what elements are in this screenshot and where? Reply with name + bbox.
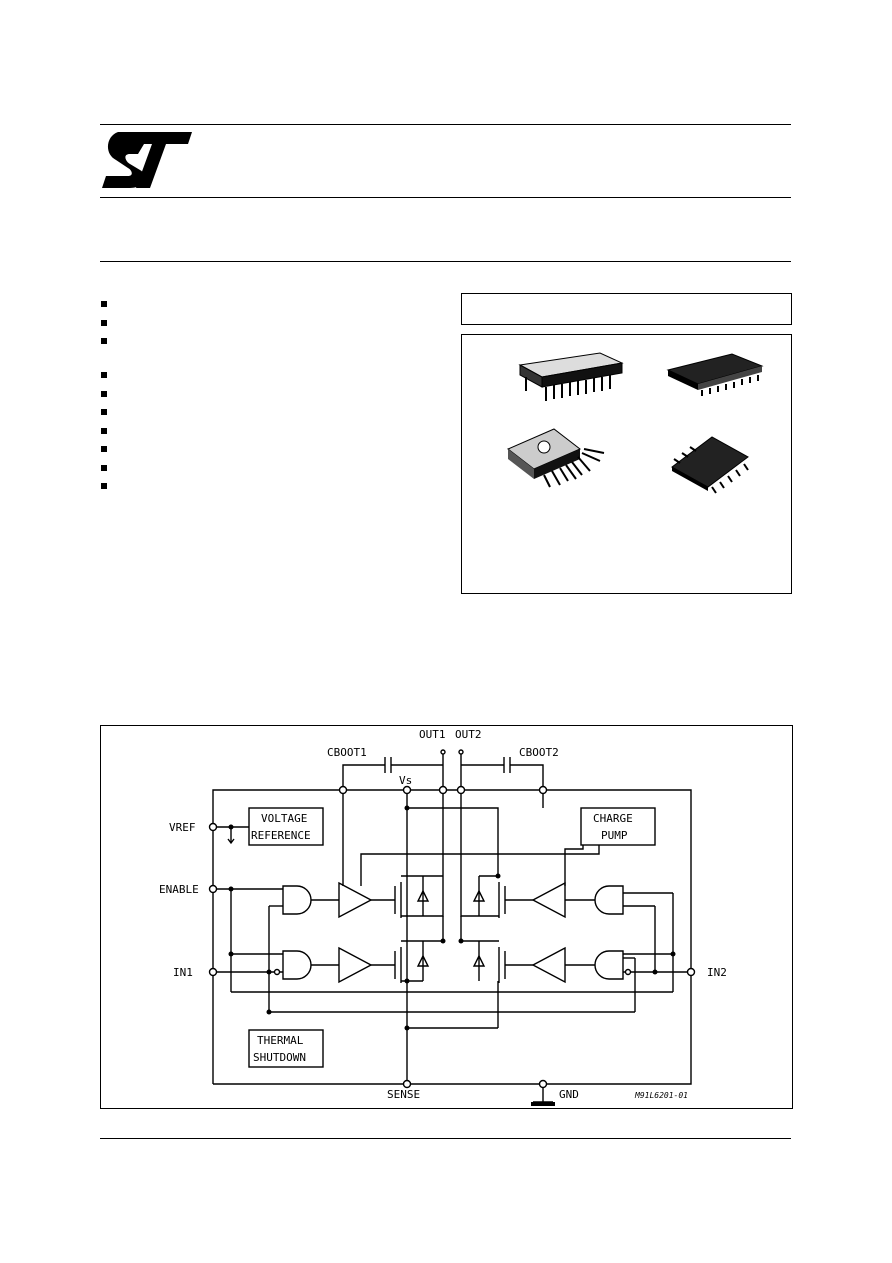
pin-label-out2: OUT2	[455, 728, 482, 741]
feature-bullet	[101, 409, 107, 415]
block-diagram: OUT1 OUT2 CBOOT1 CBOOT2 Vs VREF ENABLE I…	[159, 728, 727, 1106]
pin-label-in2: IN2	[707, 966, 727, 979]
header-bottom-rule	[100, 261, 791, 262]
feature-bullet	[101, 483, 107, 489]
charge-pump-label-1: CHARGE	[593, 812, 633, 825]
package-images-box	[461, 334, 792, 594]
feature-bullet	[101, 301, 107, 307]
footer-rule	[100, 1138, 791, 1139]
feature-bullet	[101, 391, 107, 397]
pin-label-cboot2: CBOOT2	[519, 746, 559, 759]
pin-label-enable: ENABLE	[159, 883, 199, 896]
package-title-box	[461, 293, 792, 325]
dip-package-image	[518, 352, 624, 401]
so-package-image	[666, 353, 764, 396]
voltage-reference-label-1: VOLTAGE	[261, 812, 307, 825]
pin-label-vs: Vs	[399, 774, 412, 787]
header-top-rule	[100, 124, 791, 125]
feature-bullet	[101, 372, 107, 378]
feature-bullet	[101, 320, 107, 326]
thermal-shutdown-label-2: SHUTDOWN	[253, 1051, 306, 1064]
pin-label-gnd: GND	[559, 1088, 579, 1101]
feature-bullet	[101, 428, 107, 434]
pin-label-vref: VREF	[169, 821, 196, 834]
block-diagram-frame: OUT1 OUT2 CBOOT1 CBOOT2 Vs VREF ENABLE I…	[100, 725, 793, 1109]
feature-bullet	[101, 465, 107, 471]
feature-bullet	[101, 446, 107, 452]
charge-pump-label-2: PUMP	[601, 829, 628, 842]
pin-label-out1: OUT1	[419, 728, 446, 741]
pin-label-sense: SENSE	[387, 1088, 420, 1101]
voltage-reference-label-2: REFERENCE	[251, 829, 311, 842]
powerso-package-image	[671, 436, 749, 494]
header-middle-rule	[100, 197, 791, 198]
st-logo	[102, 132, 192, 188]
multiwatt-package-image	[507, 428, 605, 488]
thermal-shutdown-label-1: THERMAL	[257, 1034, 304, 1047]
pin-label-in1: IN1	[173, 966, 193, 979]
feature-bullet	[101, 338, 107, 344]
pin-label-cboot1: CBOOT1	[327, 746, 367, 759]
figure-code: M91L6201-01	[634, 1091, 688, 1100]
